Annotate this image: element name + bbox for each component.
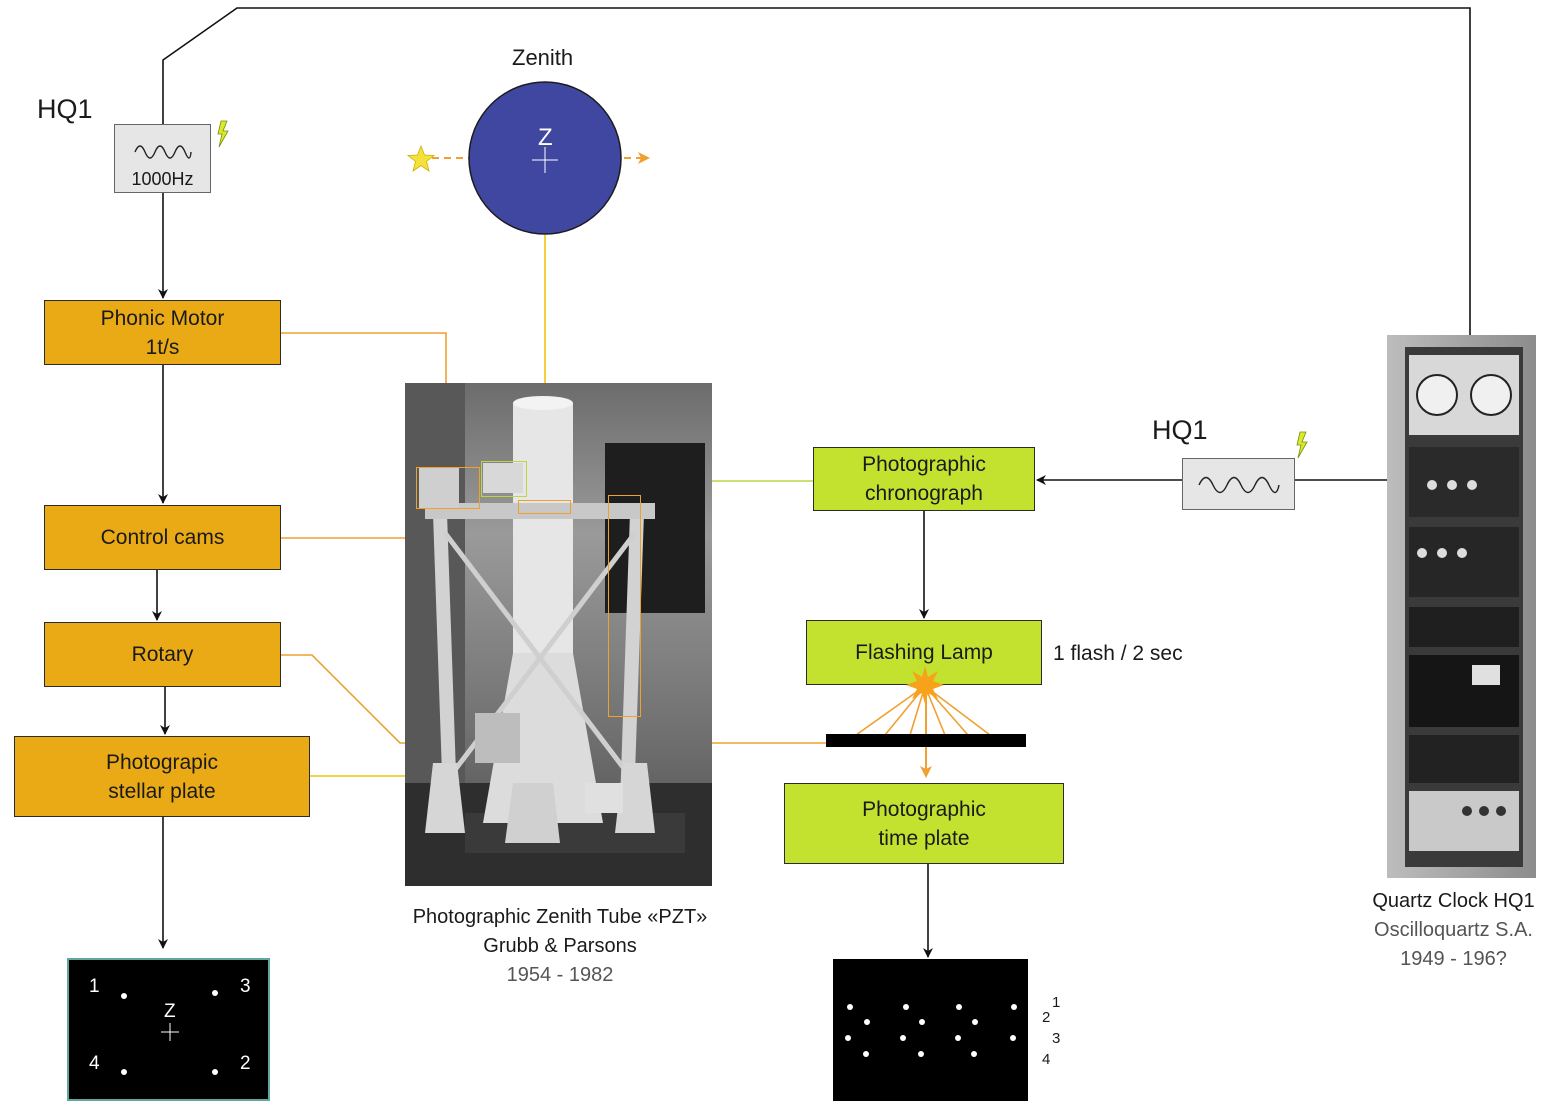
quartz-caption-title: Quartz Clock HQ1 <box>1372 890 1535 912</box>
time-label-3: 3 <box>1052 1030 1061 1047</box>
time-dot <box>1010 1035 1016 1041</box>
star-icon <box>407 145 435 172</box>
star-dot <box>212 1069 218 1075</box>
time-dot <box>903 1004 909 1010</box>
zenith-circle <box>468 81 622 235</box>
time-label-1: 1 <box>1052 994 1061 1011</box>
star-dot <box>121 993 127 999</box>
hq1-left-title: HQ1 <box>37 94 93 124</box>
stellar-plate-box: Photograpic stellar plate <box>14 736 310 817</box>
time-dot <box>956 1004 962 1010</box>
time-dot <box>918 1051 924 1057</box>
chronograph-highlight <box>481 461 527 497</box>
phonic-motor-label: Phonic Motor <box>100 306 225 330</box>
flash-shutter-bar <box>826 734 1026 747</box>
pzt-caption-maker: Grubb & Parsons <box>483 935 637 957</box>
chronograph-label-2: chronograph <box>865 482 983 505</box>
star-label-3: 3 <box>240 976 251 997</box>
flash-rate-label: 1 flash / 2 sec <box>1053 642 1183 665</box>
time-dot <box>972 1019 978 1025</box>
chronograph-box: Photographic chronograph <box>813 447 1035 511</box>
pzt-caption-years: 1954 - 1982 <box>506 964 614 986</box>
quartz-caption: Quartz Clock HQ1 Oscilloquartz S.A. 1949… <box>1340 887 1567 974</box>
stellar-plate-label-2: stellar plate <box>108 779 216 803</box>
star-label-1: 1 <box>89 976 100 997</box>
zenith-label: Zenith <box>512 45 574 70</box>
time-plate-label-1: Photographic <box>862 797 986 821</box>
rotary-box: Rotary <box>44 622 281 687</box>
sine-wave-icon <box>134 145 192 159</box>
time-dot <box>847 1004 853 1010</box>
quartz-rack-illustration <box>1405 347 1523 867</box>
time-dot <box>864 1019 870 1025</box>
hq1-right-title: HQ1 <box>1152 415 1208 445</box>
control-cams-highlight <box>608 495 641 717</box>
phonic-motor-rate: 1t/s <box>145 335 180 359</box>
pzt-caption: Photographic Zenith Tube «PZT» Grubb & P… <box>385 903 735 990</box>
hq1-left-frequency: 1000Hz <box>131 169 194 189</box>
plate-zenith-label: Z <box>164 1001 176 1022</box>
quartz-caption-years: 1949 - 196? <box>1400 948 1507 970</box>
time-plate-image <box>833 959 1028 1101</box>
pzt-caption-title: Photographic Zenith Tube «PZT» <box>412 906 708 928</box>
phonic-motor-box: Phonic Motor 1t/s <box>44 300 281 365</box>
time-dot <box>919 1019 925 1025</box>
flash-burst-icon <box>906 666 944 704</box>
hq1-top-wire <box>162 7 1471 335</box>
phonic-motor-highlight <box>416 467 480 509</box>
sine-wave-icon <box>1198 476 1280 494</box>
star-label-2: 2 <box>240 1053 251 1074</box>
stellar-plate-image: 1 3 4 2 Z <box>67 958 270 1101</box>
pzt-photo <box>405 383 712 886</box>
time-plate-box: Photographic time plate <box>784 783 1064 864</box>
time-dot <box>971 1051 977 1057</box>
time-label-2: 2 <box>1042 1009 1051 1026</box>
star-dot <box>212 990 218 996</box>
quartz-clock-photo <box>1387 335 1536 878</box>
control-cams-label: Control cams <box>100 526 225 549</box>
quartz-caption-maker: Oscilloquartz S.A. <box>1374 919 1533 941</box>
time-dot <box>845 1035 851 1041</box>
pzt-telescope-illustration <box>405 383 712 886</box>
time-dot <box>1011 1004 1017 1010</box>
time-dot <box>863 1051 869 1057</box>
lightning-icon <box>217 120 229 148</box>
zenith-z-label: Z <box>538 124 553 151</box>
time-dot <box>955 1035 961 1041</box>
lightning-icon <box>1296 431 1308 459</box>
flashing-lamp-label: Flashing Lamp <box>855 641 993 664</box>
time-label-4: 4 <box>1042 1051 1051 1068</box>
rotary-label: Rotary <box>131 643 194 666</box>
stellar-plate-label-1: Photograpic <box>105 750 219 774</box>
control-cams-box: Control cams <box>44 505 281 570</box>
star-label-4: 4 <box>89 1053 100 1074</box>
time-plate-label-2: time plate <box>878 826 970 850</box>
rotary-highlight <box>518 500 571 514</box>
time-dot <box>900 1035 906 1041</box>
hq1-left-oscillator: 1000Hz <box>114 124 211 193</box>
chronograph-label-1: Photographic <box>862 453 986 476</box>
star-dot <box>121 1069 127 1075</box>
zenith-cross-icon <box>161 1023 179 1041</box>
hq1-right-oscillator <box>1182 458 1295 510</box>
